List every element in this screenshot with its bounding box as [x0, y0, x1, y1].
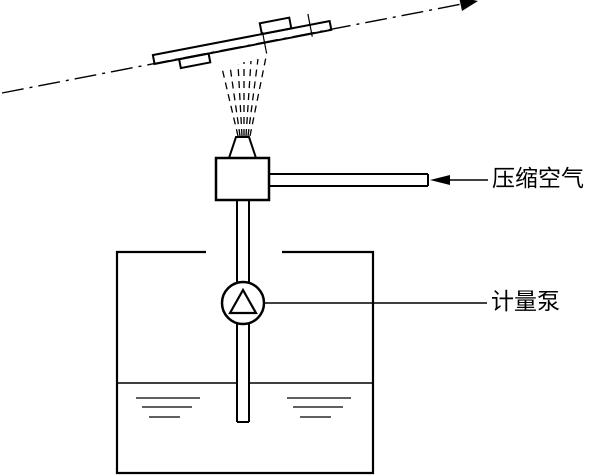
- plate-section-line-2: [307, 13, 313, 37]
- liquid-level-marks: [136, 397, 351, 418]
- workpiece-plate: [151, 13, 333, 70]
- tank-wall: [115, 250, 375, 475]
- plate-top-block: [258, 16, 293, 36]
- plate-bottom-block: [177, 52, 212, 70]
- compressed-air-label: 压缩空气: [492, 166, 584, 192]
- plate-section-line-1: [261, 31, 268, 54]
- spray-jet: [221, 56, 267, 137]
- air-pointer-arrowhead: [430, 175, 450, 185]
- nozzle-body: [214, 156, 271, 202]
- metering-pump-label: 计量泵: [491, 289, 560, 315]
- traverse-arrowhead: [459, 0, 478, 11]
- pump-triangle: [228, 287, 258, 315]
- spray-nozzle-tip: [227, 136, 258, 159]
